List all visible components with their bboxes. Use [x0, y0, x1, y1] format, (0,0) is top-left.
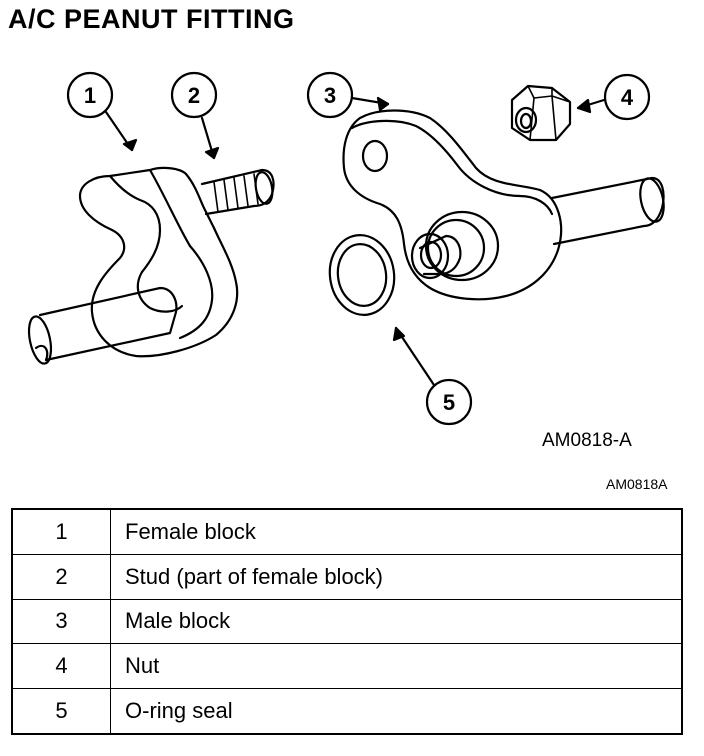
male-block: [342, 109, 665, 301]
o-ring-seal: [328, 234, 396, 316]
table-row: 3 Male block: [11, 598, 683, 645]
callout-1: 1: [84, 83, 96, 108]
callout-3: 3: [324, 83, 336, 108]
callouts: 1 2 3 4 5: [66, 71, 651, 426]
stud: [200, 168, 275, 216]
figure-id-small: AM0818A: [606, 476, 668, 492]
callout-4: 4: [621, 85, 634, 110]
table-row: 1 Female block: [11, 508, 683, 555]
callout-5: 5: [443, 390, 455, 415]
callout-2: 2: [188, 83, 200, 108]
figure-id-label: AM0818-A: [542, 430, 632, 451]
part-number: 5: [11, 688, 111, 735]
table-row: 5 O-ring seal: [11, 688, 683, 735]
table-row: 2 Stud (part of female block): [11, 553, 683, 600]
part-description: Male block: [110, 598, 683, 645]
table-row: 4 Nut: [11, 643, 683, 690]
diagram-title: A/C PEANUT FITTING: [8, 4, 295, 34]
part-number: 4: [11, 643, 111, 690]
female-block: [27, 166, 239, 365]
fitting-diagram: 1 2 3 4 5: [27, 71, 665, 426]
part-description: O-ring seal: [110, 688, 683, 735]
part-description: Female block: [110, 508, 683, 555]
part-number: 2: [11, 553, 111, 600]
part-number: 1: [11, 508, 111, 555]
nut: [510, 84, 572, 142]
part-description: Nut: [110, 643, 683, 690]
parts-legend-table: 1 Female block 2 Stud (part of female bl…: [11, 508, 683, 735]
part-number: 3: [11, 598, 111, 645]
part-description: Stud (part of female block): [110, 553, 683, 600]
